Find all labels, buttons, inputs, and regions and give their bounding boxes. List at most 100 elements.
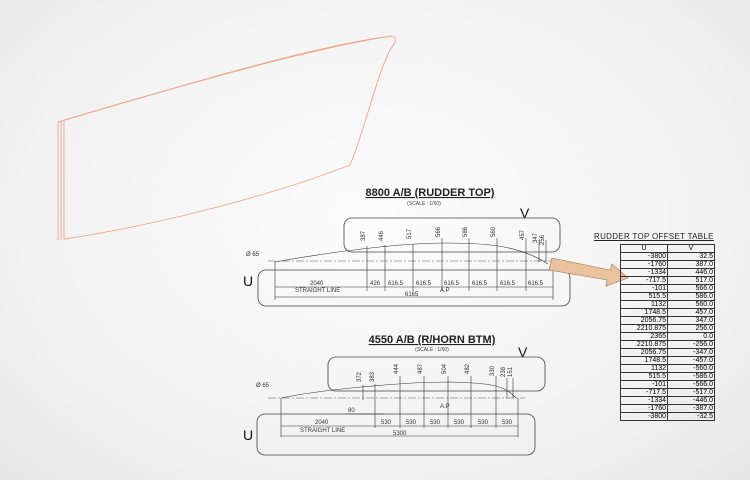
u-cell: 2056.75 [620, 348, 668, 357]
v-value: 504 [442, 363, 448, 374]
v-value-labels: 372 383 444 487 504 482 330 238 151 [357, 363, 514, 382]
v-value: 238 [501, 366, 507, 377]
column-header-u: U [620, 244, 668, 253]
u-cell: 2210.875 [620, 324, 668, 333]
dim: 530 [454, 420, 465, 426]
v-value: 487 [418, 363, 424, 374]
v-value: 566 [436, 226, 442, 237]
table-row: 2056.75-347.0 [620, 348, 715, 357]
v-value-labels: 387 446 517 566 586 560 457 347 256 [361, 226, 546, 245]
table-row: 1132-560.0 [620, 364, 715, 373]
v-cell: 566.0 [667, 284, 715, 293]
v-cell: 517.0 [667, 276, 715, 285]
column-header-v: V [667, 244, 715, 253]
drawing-scale: (SCALE : 1/60) [407, 201, 441, 207]
u-cell: 2210.875 [620, 340, 668, 349]
u-cell: -101 [620, 284, 668, 293]
u-cell: -3800 [620, 252, 668, 261]
u-cell: -101 [620, 380, 668, 389]
v-value: 372 [357, 371, 363, 382]
v-value: 586 [463, 226, 469, 237]
v-cell: 457.0 [667, 308, 715, 317]
v-region-box [327, 356, 546, 392]
dim: 2040 [315, 420, 329, 426]
v-label: V [520, 205, 530, 221]
u-cell: 515.5 [620, 292, 668, 301]
v-region-box [343, 217, 561, 253]
dimension-labels: 2040 530 530 530 530 530 530 80 A.P STRA… [300, 404, 513, 437]
u-cell: -1760 [620, 404, 668, 413]
v-cell: -256.0 [667, 340, 715, 349]
v-value: 446 [379, 230, 385, 241]
v-value: 444 [394, 363, 400, 374]
u-label: U [243, 273, 253, 289]
u-cell: 2056.75 [620, 316, 668, 325]
table-row: -717.5-517.0 [620, 388, 715, 397]
table-row: -1760-387.0 [620, 404, 715, 413]
v-value: 517 [407, 228, 413, 239]
u-region-box [256, 413, 536, 456]
u-cell: 515.5 [620, 372, 668, 381]
u-region-box [257, 269, 571, 307]
ap-label: A.P [440, 288, 450, 294]
drawing-title: 4550 A/B (R/HORN BTM) [369, 334, 496, 346]
v-value: 151 [508, 366, 514, 377]
u-cell: 1132 [620, 300, 668, 309]
v-cell: -32.5 [667, 412, 715, 421]
v-cell: -566.0 [667, 380, 715, 389]
dim: 426 [370, 281, 381, 287]
u-cell: -1334 [620, 268, 668, 277]
v-value: 256 [540, 234, 546, 245]
straight-line-label: STRAIGHT LINE [295, 288, 340, 294]
rudder-top-drawing: 8800 A/B (RUDDER TOP) (SCALE : 1/60) V U… [243, 187, 571, 307]
u-cell: 2365 [620, 332, 668, 341]
u-cell: 1748.5 [620, 308, 668, 317]
v-value: 330 [490, 365, 496, 376]
offset-table-title: RUDDER TOP OFFSET TABLE [594, 232, 714, 241]
dim: 530 [478, 420, 489, 426]
v-cell: -387.0 [667, 404, 715, 413]
v-cell: 446.0 [667, 268, 715, 277]
dim: 616.5 [444, 281, 460, 287]
dimension-labels: 2040 426 616.5 616.5 616.5 616.5 616.5 6… [295, 281, 544, 298]
u-cell: 1132 [620, 364, 668, 373]
u-cell: -1760 [620, 260, 668, 269]
u-cell: -717.5 [620, 276, 668, 285]
table-row: -3800-32.5 [620, 412, 715, 421]
table-row: 515.5-586.0 [620, 372, 715, 381]
v-cell: 387.0 [667, 260, 715, 269]
v-cell: 560.0 [667, 300, 715, 309]
u-cell: -3800 [620, 412, 668, 421]
table-row: 1748.5-457.0 [620, 356, 715, 365]
u-cell: -717.5 [620, 388, 668, 397]
dim: 616.5 [472, 281, 488, 287]
total-dim: 6165 [405, 292, 419, 298]
table-row: -101-566.0 [620, 380, 715, 389]
v-value: 560 [491, 226, 497, 237]
dim: 530 [430, 420, 441, 426]
ap-label: A.P [440, 404, 450, 410]
v-cell: 256.0 [667, 324, 715, 333]
horn-bottom-drawing: 4550 A/B (R/HORN BTM) (SCALE : 1/60) V U… [243, 334, 546, 456]
diameter-label: Ø 65 [256, 383, 270, 389]
v-cell: 347.0 [667, 316, 715, 325]
dim: 616.5 [500, 281, 516, 287]
u-cell: -1334 [620, 396, 668, 405]
v-cell: 586.0 [667, 292, 715, 301]
total-dim: 5300 [393, 431, 407, 437]
v-value: 482 [465, 363, 471, 374]
dim: 2040 [310, 281, 324, 287]
v-value: 347 [533, 232, 539, 243]
drawing-scale: (SCALE : 1/60) [415, 347, 449, 353]
